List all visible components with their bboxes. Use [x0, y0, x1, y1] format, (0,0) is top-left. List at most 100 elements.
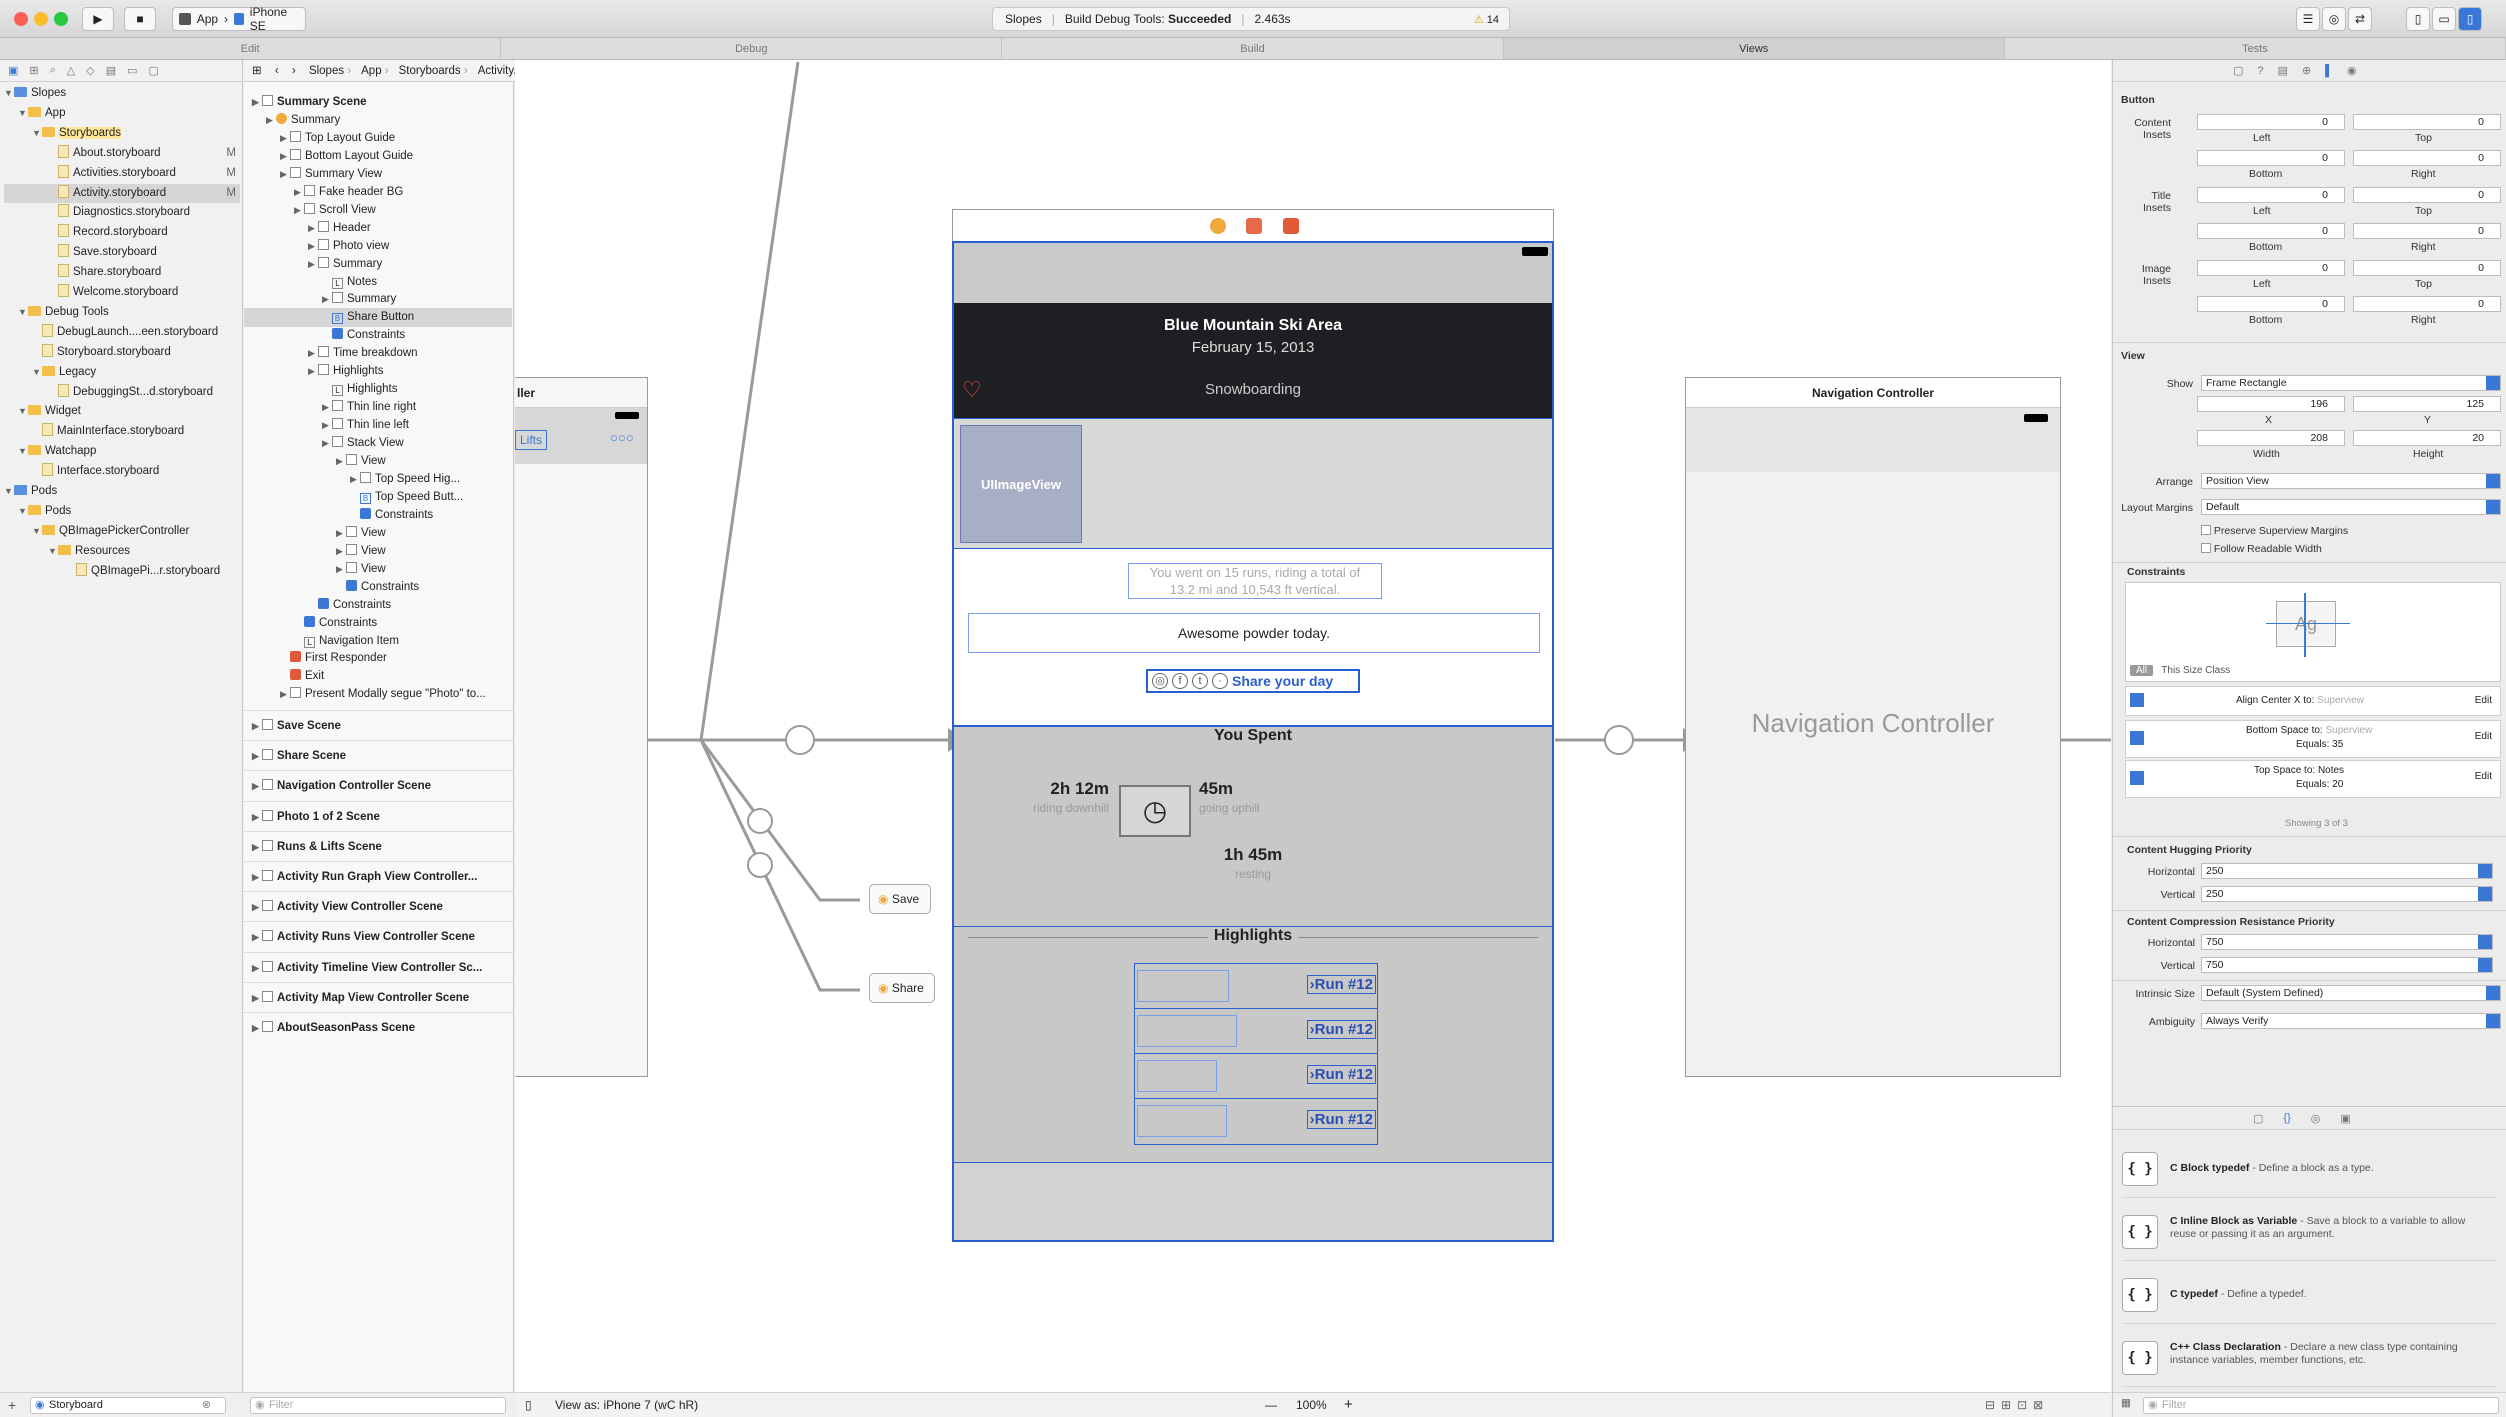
outline-scene[interactable]: ▶Activity View Controller Scene: [244, 891, 514, 921]
outline-scene[interactable]: ▶Share Scene: [244, 740, 514, 770]
outline-item[interactable]: Constraints: [244, 326, 512, 345]
run-button[interactable]: ▶: [82, 7, 114, 31]
disclosure-triangle-icon[interactable]: ▶: [308, 366, 315, 377]
disclosure-triangle-icon[interactable]: ▶: [336, 563, 343, 574]
outline-item[interactable]: ▶View: [244, 560, 512, 579]
navigator-item[interactable]: ▼Slopes: [4, 84, 240, 103]
image-inset-bottom-field[interactable]: 0: [2197, 296, 2345, 312]
left-scene[interactable]: ller Lifts ○○○: [515, 377, 648, 1077]
intrinsic-size-dropdown[interactable]: Default (System Defined): [2201, 985, 2501, 1001]
disclosure-triangle-icon[interactable]: ▶: [252, 962, 259, 973]
checkbox[interactable]: [2201, 543, 2211, 553]
zoom-window-button[interactable]: [54, 12, 68, 26]
clear-icon[interactable]: ⊗: [201, 1399, 211, 1411]
title-inset-bottom-field[interactable]: 0: [2197, 223, 2345, 239]
navigator-item[interactable]: ▼App: [4, 104, 240, 123]
disclosure-triangle-icon[interactable]: ▶: [336, 456, 343, 466]
disclosure-triangle-icon[interactable]: ▶: [252, 902, 259, 913]
debug-icon[interactable]: ▤: [105, 65, 117, 77]
toggle-inspector-button[interactable]: ▯: [2458, 7, 2482, 31]
code-snippet-item[interactable]: { }C Block typedef - Define a block as a…: [2122, 1140, 2496, 1198]
navigator-item[interactable]: Diagnostics.storyboard: [4, 203, 240, 222]
summary-scene-view[interactable]: Blue Mountain Ski Area February 15, 2013…: [952, 241, 1554, 1242]
navigator-item[interactable]: ▼Widget: [4, 402, 240, 421]
content-inset-left-field[interactable]: 0: [2197, 114, 2345, 130]
disclosure-triangle-icon[interactable]: ▼: [18, 406, 27, 417]
minimize-window-button[interactable]: [34, 12, 48, 26]
outline-scene[interactable]: ▶Activity Run Graph View Controller...: [244, 861, 514, 891]
outline-filter-input[interactable]: ◉ Filter: [250, 1397, 506, 1414]
disclosure-triangle-icon[interactable]: ▶: [308, 348, 315, 359]
navigator-item[interactable]: DebugLaunch....een.storyboard: [4, 323, 240, 342]
image-inset-left-field[interactable]: 0: [2197, 260, 2345, 276]
outline-item[interactable]: ▶Present Modally segue "Photo" to...: [244, 685, 512, 704]
constraint-row-2[interactable]: Bottom Space to: Superview Equals: 35 Ed…: [2125, 720, 2501, 758]
hugging-horizontal-field[interactable]: 250: [2201, 863, 2493, 879]
outline-scene[interactable]: ▶Navigation Controller Scene: [244, 770, 514, 800]
outline-item[interactable]: ▶Top Layout Guide: [244, 129, 512, 148]
tab-debug[interactable]: Debug: [501, 38, 1003, 59]
run-button[interactable]: ›Run #12: [1306, 1020, 1377, 1039]
disclosure-triangle-icon[interactable]: ▶: [280, 150, 287, 161]
title-inset-left-field[interactable]: 0: [2197, 187, 2345, 203]
test-icon[interactable]: ◇: [86, 65, 95, 77]
outline-item[interactable]: ▶Thin line right: [244, 398, 512, 417]
disclosure-triangle-icon[interactable]: ▶: [252, 932, 259, 943]
jump-bar-item[interactable]: App ›: [361, 60, 389, 82]
outline-item[interactable]: ▶View: [244, 452, 512, 471]
follow-readable-row[interactable]: Follow Readable Width: [2201, 543, 2322, 555]
assistant-editor-button[interactable]: ◎: [2322, 7, 2346, 31]
more-icon[interactable]: ○○○: [610, 430, 634, 445]
ambiguity-dropdown[interactable]: Always Verify: [2201, 1013, 2501, 1029]
outline-item[interactable]: ▶Top Speed Hig...: [244, 470, 512, 489]
y-field[interactable]: 125: [2353, 396, 2501, 412]
outline-item[interactable]: Constraints: [244, 578, 512, 597]
size-class-filter[interactable]: This Size Class: [2161, 665, 2231, 676]
navigator-item[interactable]: Interface.storyboard: [4, 462, 240, 481]
disclosure-triangle-icon[interactable]: ▶: [252, 872, 259, 882]
highlight-row[interactable]: ›Run #12: [1135, 1054, 1377, 1099]
forward-icon[interactable]: ›: [291, 65, 296, 77]
library-filter-input[interactable]: ◉ Filter: [2143, 1397, 2499, 1414]
edit-button[interactable]: Edit: [2474, 695, 2492, 706]
connections-inspector-icon[interactable]: ◉: [2346, 65, 2357, 77]
outline-item[interactable]: ▶Stack View: [244, 434, 512, 453]
disclosure-triangle-icon[interactable]: ▶: [252, 97, 259, 107]
disclosure-triangle-icon[interactable]: ▼: [18, 306, 27, 317]
jump-bar-item[interactable]: Slopes ›: [309, 60, 351, 82]
disclosure-triangle-icon[interactable]: ▶: [280, 689, 287, 700]
version-editor-button[interactable]: ⇄: [2348, 7, 2372, 31]
show-dropdown[interactable]: Frame Rectangle: [2201, 375, 2501, 391]
disclosure-triangle-icon[interactable]: ▶: [322, 294, 329, 305]
disclosure-triangle-icon[interactable]: ▶: [322, 402, 329, 413]
disclosure-triangle-icon[interactable]: ▼: [18, 505, 27, 516]
outline-scene[interactable]: ▶Activity Runs View Controller Scene: [244, 921, 514, 951]
disclosure-triangle-icon[interactable]: ▶: [280, 132, 287, 143]
toggle-navigator-button[interactable]: ▯: [2406, 7, 2430, 31]
image-inset-top-field[interactable]: 0: [2353, 260, 2501, 276]
view-as-label[interactable]: View as: iPhone 7 (wC hR): [555, 1398, 699, 1412]
folder-icon[interactable]: ▣: [8, 65, 19, 77]
outline-scene[interactable]: ▶Activity Map View Controller Scene: [244, 981, 514, 1012]
warning-badge[interactable]: ⚠ 14: [1474, 13, 1499, 26]
outline-item[interactable]: ▶Header: [244, 219, 512, 238]
segue-icon[interactable]: [747, 808, 773, 834]
warning-icon[interactable]: △: [66, 65, 76, 77]
highlight-row[interactable]: ›Run #12: [1135, 1099, 1377, 1144]
disclosure-triangle-icon[interactable]: ▶: [252, 992, 259, 1003]
code-snippet-item[interactable]: { }C Inline Block as Variable - Save a b…: [2122, 1203, 2496, 1261]
disclosure-triangle-icon[interactable]: ▼: [32, 366, 41, 377]
scheme-selector[interactable]: App › iPhone SE: [172, 5, 306, 33]
title-inset-top-field[interactable]: 0: [2353, 187, 2501, 203]
arrange-dropdown[interactable]: Position View: [2201, 473, 2501, 489]
disclosure-triangle-icon[interactable]: ▶: [252, 1023, 259, 1033]
tab-build[interactable]: Build: [1002, 38, 1504, 59]
navigation-controller-scene[interactable]: Navigation Controller Navigation Control…: [1685, 377, 2061, 1077]
image-inset-right-field[interactable]: 0: [2353, 296, 2501, 312]
navigator-item[interactable]: Storyboard.storyboard: [4, 343, 240, 362]
outline-item[interactable]: Constraints: [244, 506, 512, 525]
